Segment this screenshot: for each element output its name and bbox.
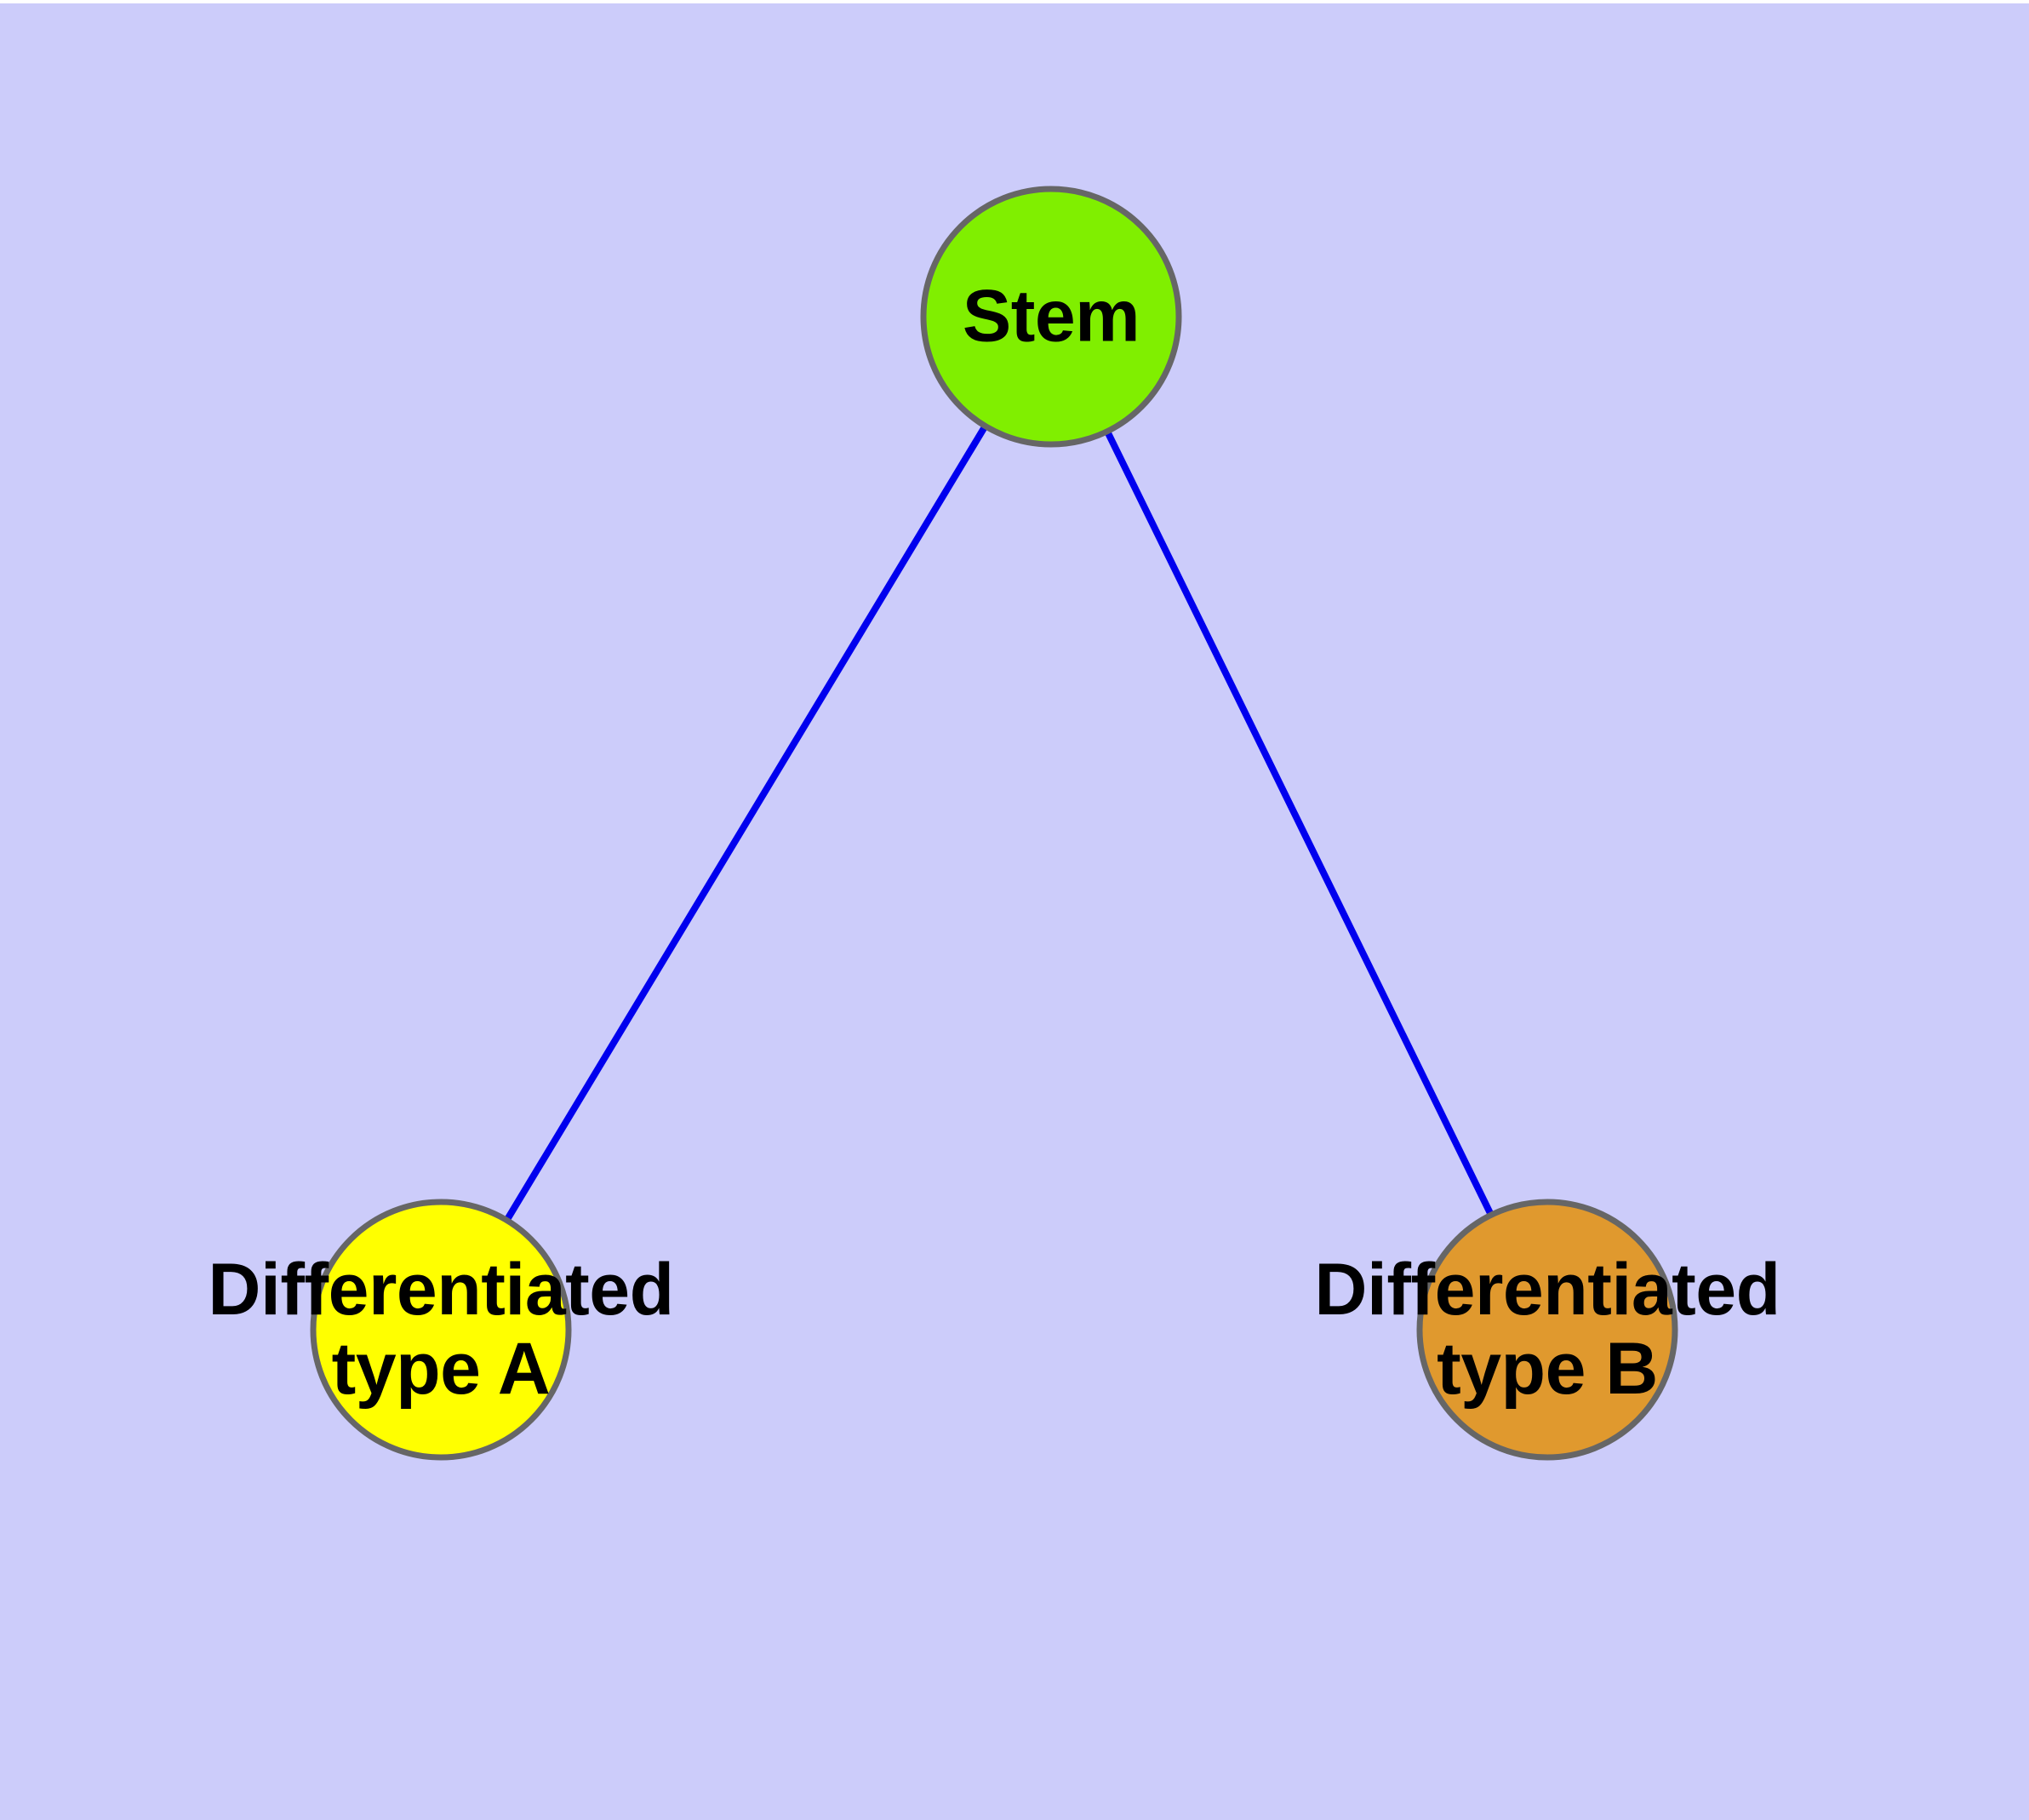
graph-node-diff_a[interactable] — [310, 1199, 572, 1461]
edge-layer — [437, 313, 1551, 1333]
node-layer — [310, 186, 1678, 1461]
graph-edge-stem-diff_b — [1048, 313, 1551, 1333]
graph-node-diff_b[interactable] — [1416, 1199, 1678, 1461]
graph-node-stem[interactable] — [920, 186, 1182, 448]
graph-edge-stem-diff_a — [437, 313, 1055, 1333]
